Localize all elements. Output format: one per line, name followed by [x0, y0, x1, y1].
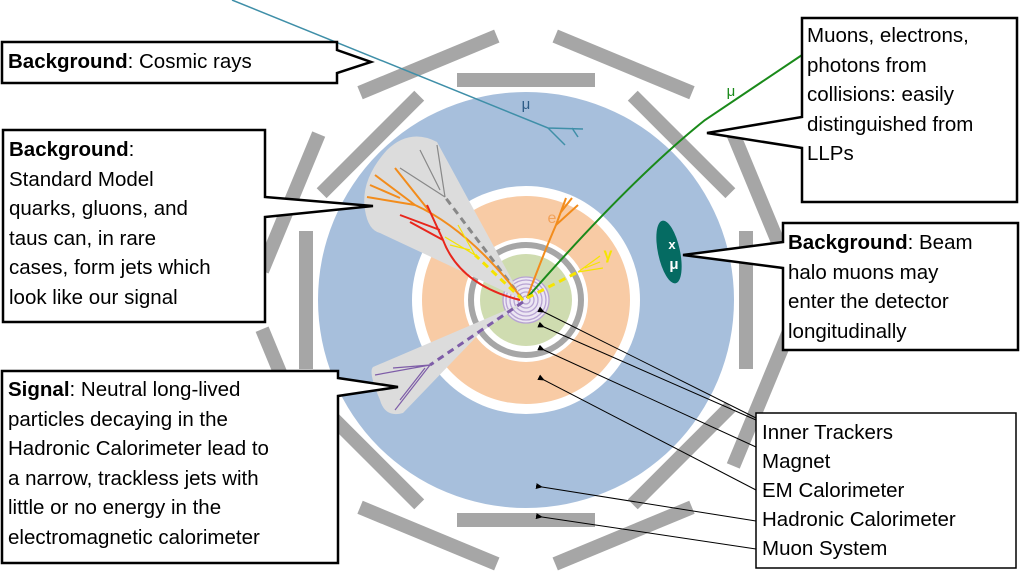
sm-jets-callout-box — [1, 128, 374, 324]
beam-halo-muon — [656, 220, 682, 284]
muon-chamber-inner — [627, 90, 736, 199]
muon-chamber-inner — [739, 231, 753, 369]
muon-chamber-outer — [357, 29, 500, 100]
muon-chamber-outer — [726, 131, 797, 274]
legend-item-muon-system: Muon System — [762, 537, 888, 560]
cosmic-callout-box — [0, 40, 375, 85]
muon-chamber-outer — [726, 326, 797, 469]
muon-chamber-outer — [552, 500, 695, 571]
beam-halo-callout-box — [682, 221, 1020, 352]
legend-item-em-calorimeter: EM Calorimeter — [762, 479, 905, 502]
llp-jet-tracks — [374, 300, 524, 411]
magnet — [468, 242, 584, 358]
muon-chamber-outer — [552, 29, 695, 100]
legend-arrows — [535, 306, 757, 550]
pixel-ring — [513, 287, 539, 313]
pixel-ring — [505, 279, 547, 321]
collisions-callout-box — [706, 16, 1019, 204]
pixel-ring — [509, 283, 543, 317]
electron-track — [526, 197, 579, 299]
muon-chamber-inner — [457, 513, 595, 527]
collision-muon-track — [526, 54, 803, 299]
electron-label: e — [548, 210, 557, 227]
muon-chamber-inner — [627, 401, 736, 510]
muon-chamber-inner — [299, 231, 313, 369]
signal-callout-box — [0, 369, 399, 565]
legend-item-hadronic-calorimeter: Hadronic Calorimeter — [762, 508, 956, 531]
halo-x-label: x — [668, 237, 676, 252]
photon-shower — [577, 255, 604, 273]
cosmic-mu-label: μ — [522, 96, 531, 113]
cosmic-callout-text: Background: Cosmic rays — [8, 50, 252, 73]
muon-chamber-inner — [457, 73, 595, 87]
llp-jet-cone — [371, 302, 525, 415]
pixel-ring — [502, 276, 550, 324]
muon-chamber-outer — [357, 500, 500, 571]
legend-box — [755, 412, 1017, 569]
photon-track — [526, 270, 579, 300]
muon-chamber-inner — [316, 90, 425, 199]
muon-chamber-inner — [316, 401, 425, 510]
legend-item-magnet: Magnet — [762, 450, 831, 473]
legend: Inner Trackers Magnet EM Calorimeter Had… — [762, 418, 956, 563]
halo-mu-label: μ — [669, 256, 678, 273]
legend-item-inner-trackers: Inner Trackers — [762, 421, 894, 444]
collision-mu-label: μ — [727, 83, 736, 100]
sm-jet-cone — [364, 136, 523, 300]
signal-callout-text: Signal: Neutral long-lived particles dec… — [8, 378, 269, 549]
sm-jet-tracks — [366, 144, 525, 302]
photon-label: γ — [604, 246, 613, 263]
